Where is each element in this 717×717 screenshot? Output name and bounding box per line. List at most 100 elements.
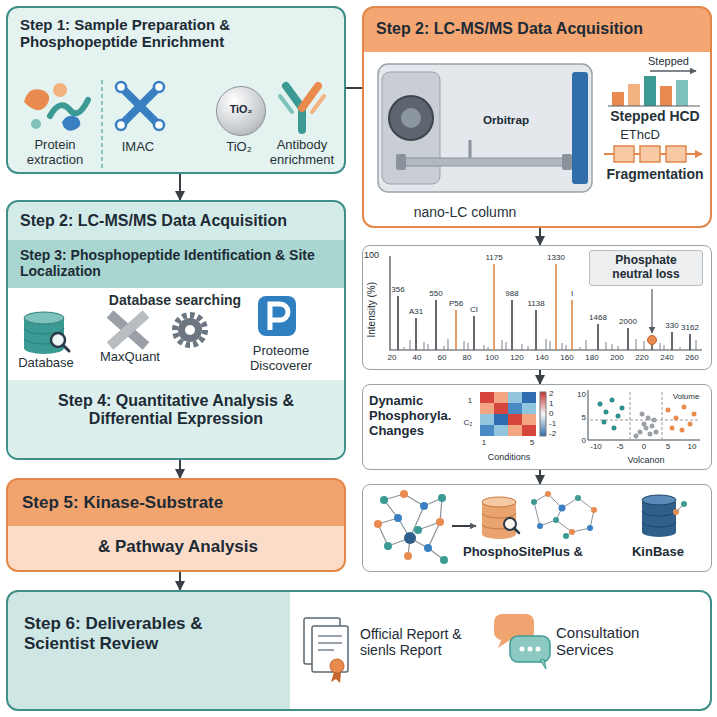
heatmap: [494, 392, 508, 403]
text-slot: 356: [388, 285, 408, 294]
label-text: 220: [631, 353, 653, 362]
text-slot: Step 5: Kinase-Substrate: [22, 493, 332, 513]
label-text: 5: [659, 442, 677, 451]
label-text: A31: [406, 307, 426, 316]
spectrum-peak: [506, 342, 507, 350]
network-graph: [404, 532, 416, 544]
text-slot: CI: [464, 305, 484, 314]
label-text: 3162: [680, 323, 700, 332]
spectrum-peak: [535, 310, 537, 350]
protein-icon: [62, 116, 80, 131]
text-slot: 5: [527, 438, 537, 447]
flow-arrow: [179, 174, 181, 200]
text-slot: Volcanon: [614, 455, 678, 465]
flow-arrow: [539, 470, 541, 484]
mass-spectrometer: [396, 154, 406, 170]
flow-arrow: [539, 370, 541, 384]
neutral-loss-leader: [651, 289, 652, 333]
mass-spectrometer: [469, 140, 472, 158]
label-text: Protein extraction: [12, 138, 98, 168]
network-graph: [420, 502, 428, 510]
text-slot: 1: [479, 438, 489, 447]
text-slot: IMAC: [108, 140, 168, 155]
report-icon: [331, 672, 341, 683]
database-icon: [24, 312, 64, 324]
text-slot: A31: [406, 307, 426, 316]
database-icon: [63, 345, 69, 351]
proteome-discoverer-logo: [258, 296, 296, 336]
gear-icon: [175, 315, 205, 345]
neutral-loss-leader: [648, 336, 657, 345]
volcano-plot: [688, 422, 693, 427]
spectrum-peak: [448, 339, 449, 350]
volcano-plot: [620, 406, 625, 411]
spectrum-axes: [390, 256, 702, 350]
spectrum-peak: [468, 343, 469, 350]
network-graph: [438, 494, 446, 502]
report-icon: [312, 626, 348, 672]
protein-icon: [31, 119, 41, 129]
label-text: 0: [549, 409, 563, 418]
heatmap: [522, 425, 536, 436]
network-graph: [575, 495, 581, 501]
text-slot: Step 2: LC-MS/MS Data Acquisition: [376, 20, 702, 38]
text-slot: I: [562, 289, 582, 298]
mass-spectrometer: [572, 72, 588, 184]
label-text: 5: [570, 413, 586, 422]
text-slot: Step 1: Sample Preparation & Phosphopept…: [20, 16, 282, 51]
text-slot: Antibody enrichment: [262, 138, 342, 168]
volcano-plot: [666, 408, 671, 413]
label-text: 0: [635, 442, 653, 451]
node-title: PhosphoSitePlus &: [463, 545, 603, 560]
text-slot: 1330: [546, 253, 566, 262]
text-slot: -2: [549, 429, 563, 438]
network-graph: [569, 529, 575, 535]
spectrum-peak: [404, 347, 405, 350]
text-slot: 60: [431, 353, 453, 362]
text-slot: 5: [570, 413, 586, 422]
text-slot: TiO₂: [217, 103, 265, 115]
imac-icon: [116, 120, 126, 130]
text-slot: 3162: [680, 323, 700, 332]
text-slot: 0: [549, 409, 563, 418]
chat-icon: [536, 647, 541, 652]
report-icon: [330, 659, 344, 673]
spectrum-peak: [522, 344, 523, 350]
volcano-plot: [616, 414, 621, 419]
label-text: 20: [381, 353, 403, 362]
label-text: 330: [662, 321, 682, 330]
text-slot: 180: [581, 353, 603, 362]
spectrum-peak: [636, 339, 637, 350]
text-slot: Step 6: Deliverables & Scientist Review: [24, 614, 274, 653]
text-slot: Orbitrap: [445, 113, 567, 126]
label-text: 260: [681, 353, 703, 362]
flow-arrow-small: [452, 525, 476, 527]
text-slot: 2: [549, 389, 563, 398]
flow-arrow: [539, 228, 541, 245]
text-slot: Official Report & sienls Report: [360, 626, 480, 658]
flow-arrow: [346, 87, 362, 89]
text-slot: 1468: [588, 313, 608, 322]
volcano-plot: [590, 420, 700, 421]
text-slot: Database searching: [95, 292, 255, 308]
report-icon: [318, 642, 342, 644]
spectrum-peak: [511, 300, 513, 350]
spectrum-peak: [424, 342, 425, 350]
spectrum-peak: [671, 332, 673, 350]
node-title: Step 5: Kinase-Substrate: [22, 493, 332, 513]
label-text: 2: [549, 389, 563, 398]
network-graph: [531, 499, 537, 505]
stepped-hcd-bars: [612, 92, 624, 106]
volcano-plot: [682, 405, 687, 410]
node-text: & Pathway Analysis: [98, 537, 328, 557]
label-text: 1: [464, 396, 476, 405]
imac-icon: [124, 90, 156, 122]
label-text: 40: [406, 353, 428, 362]
label-text: -2: [549, 429, 563, 438]
text-slot: Phosphate neutral loss: [594, 254, 698, 282]
node-title: Step 2: LC-MS/MS Data Acquisition: [376, 20, 702, 38]
heatmap: [480, 425, 494, 436]
label-text: C₂: [460, 418, 476, 427]
label-text: 10: [570, 390, 586, 399]
